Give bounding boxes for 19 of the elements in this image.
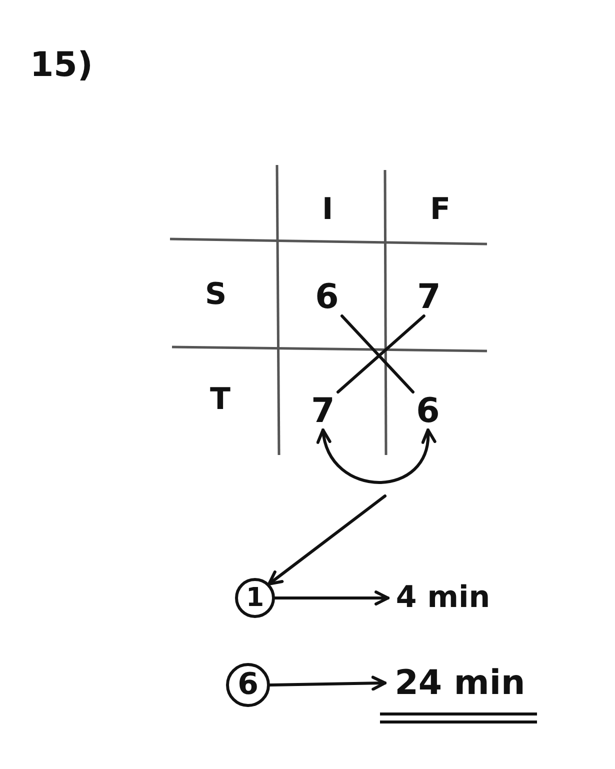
table-value: 7: [414, 278, 444, 316]
row-header: T: [210, 385, 230, 415]
column-header: F: [430, 195, 450, 225]
cross-line: [340, 314, 414, 394]
column-header: I: [322, 195, 334, 225]
problem-number: 15): [30, 48, 93, 82]
arrow: [268, 494, 386, 586]
arrow: [274, 590, 390, 606]
table-value: 6: [413, 392, 443, 430]
double-arrow: [318, 428, 435, 484]
circled-number: 6: [226, 663, 270, 707]
circled-number: 1: [235, 578, 275, 618]
arrow: [268, 676, 386, 691]
table-value: 7: [308, 392, 338, 430]
table-value: 6: [312, 278, 342, 316]
cross-line: [336, 314, 426, 394]
time-value: 4 min: [388, 580, 498, 616]
row-header: S: [205, 280, 227, 310]
time-value: 24 min: [385, 663, 535, 703]
